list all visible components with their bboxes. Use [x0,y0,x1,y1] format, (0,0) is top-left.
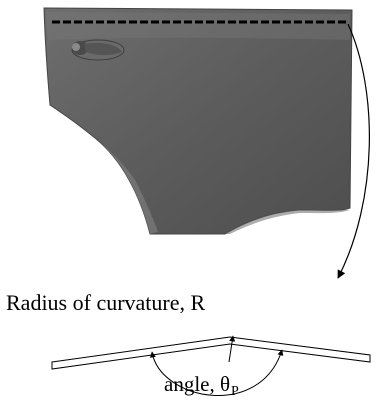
angle-arc [149,349,284,397]
door-handle [71,39,125,61]
theta-symbol: θ [219,372,231,396]
bent-strip [51,336,371,370]
theta-subscript: P [231,384,239,399]
radius-label: Radius of curvature, R [6,290,206,315]
pointer-arrow [337,23,370,279]
angle-label: angle, θP [164,372,239,400]
angle-label-prefix: angle, [164,372,220,396]
door-panel [43,7,353,235]
